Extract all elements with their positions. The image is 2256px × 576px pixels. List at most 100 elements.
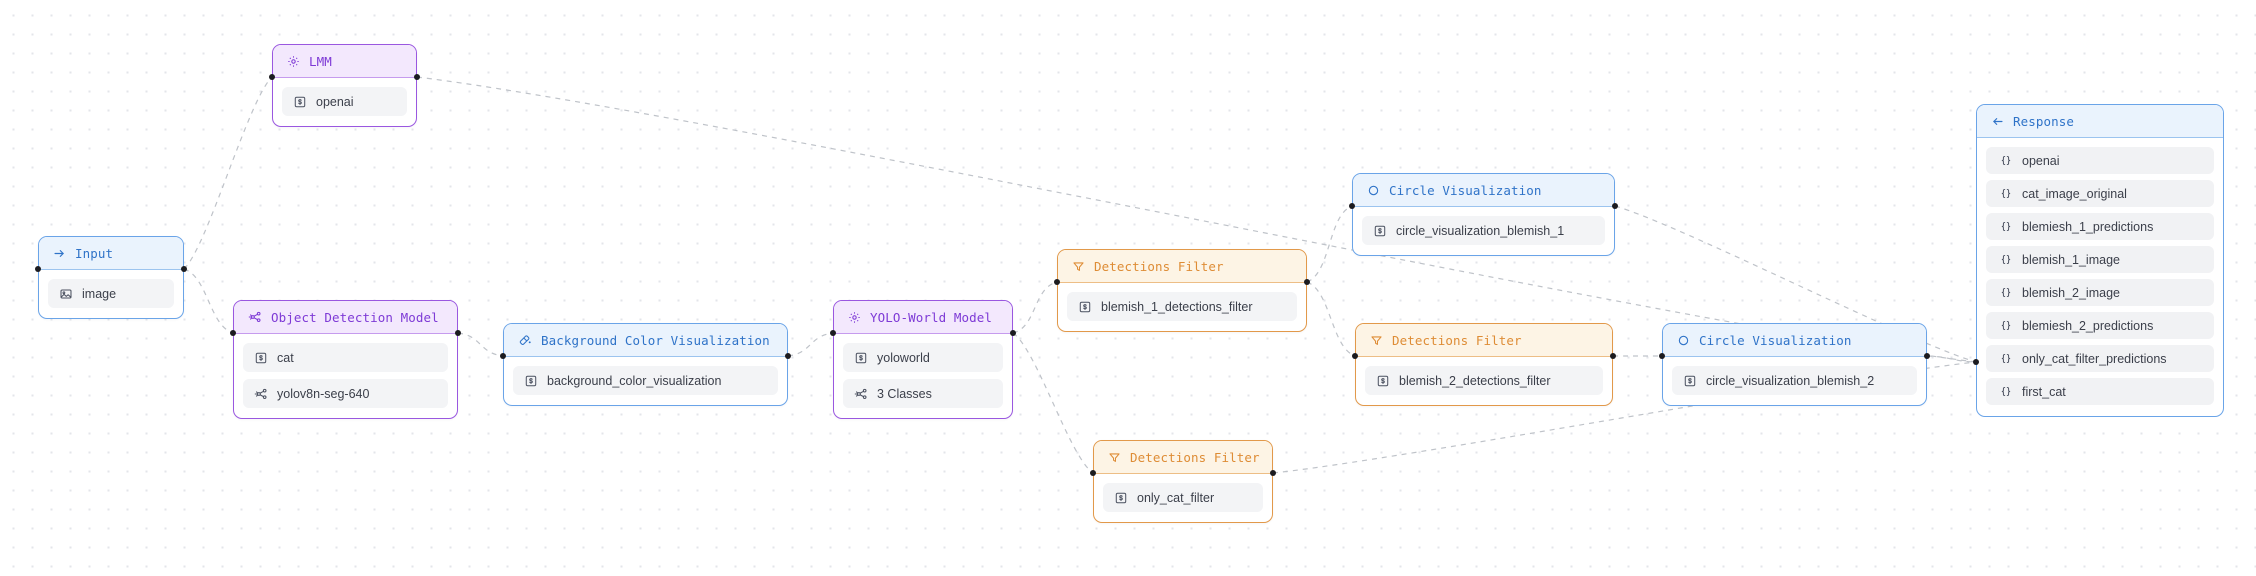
chip-label: yoloworld: [877, 350, 930, 365]
response-item-3[interactable]: blemish_1_image: [1986, 246, 2214, 273]
handle-in-response[interactable]: [1973, 359, 1979, 365]
node-body-yolo-world-model: yoloworld 3 Classes: [834, 334, 1012, 418]
handle-in-yolo-world-model[interactable]: [830, 330, 836, 336]
arrow-right-icon: [53, 247, 66, 260]
chip-label: blemish_2_detections_filter: [1399, 373, 1551, 388]
response-panel[interactable]: Response openai cat_image_original blemi…: [1976, 104, 2224, 417]
handle-out-detections-filter-only-cat[interactable]: [1270, 470, 1276, 476]
gear-icon: [287, 55, 300, 68]
chip-lmm-0[interactable]: openai: [282, 87, 407, 116]
node-title: Detections Filter: [1094, 258, 1224, 274]
braces-icon: [1999, 319, 2013, 332]
node-detections-filter-blemish-1[interactable]: Detections Filter blemish_1_detections_f…: [1057, 249, 1307, 332]
chip-background-color-visualization-0[interactable]: background_color_visualization: [513, 366, 778, 395]
node-input[interactable]: Input image: [38, 236, 184, 319]
dollar-box-icon: [1683, 374, 1697, 388]
handle-out-circle-visualization-blemish-1[interactable]: [1612, 203, 1618, 209]
node-header-detections-filter-only-cat[interactable]: Detections Filter: [1094, 441, 1272, 474]
dollar-box-icon: [254, 351, 268, 365]
network-icon: [854, 387, 868, 401]
handle-in-detections-filter-blemish-1[interactable]: [1054, 279, 1060, 285]
node-header-detections-filter-blemish-1[interactable]: Detections Filter: [1058, 250, 1306, 283]
chip-label: background_color_visualization: [547, 373, 722, 388]
response-item-0[interactable]: openai: [1986, 147, 2214, 174]
handle-out-object-detection-model[interactable]: [455, 330, 461, 336]
node-header-yolo-world-model[interactable]: YOLO-World Model: [834, 301, 1012, 334]
dollar-box-icon: [1114, 491, 1128, 505]
chip-object-detection-model-0[interactable]: cat: [243, 343, 448, 372]
handle-out-circle-visualization-blemish-2[interactable]: [1924, 353, 1930, 359]
response-item-label: only_cat_filter_predictions: [2022, 351, 2167, 366]
node-header-input[interactable]: Input: [39, 237, 183, 270]
node-detections-filter-only-cat[interactable]: Detections Filter only_cat_filter: [1093, 440, 1273, 523]
response-item-5[interactable]: blemiesh_2_predictions: [1986, 312, 2214, 339]
handle-in-circle-visualization-blemish-2[interactable]: [1659, 353, 1665, 359]
handle-out-detections-filter-blemish-2[interactable]: [1610, 353, 1616, 359]
handle-out-yolo-world-model[interactable]: [1010, 330, 1016, 336]
node-header-circle-visualization-blemish-2[interactable]: Circle Visualization: [1663, 324, 1926, 357]
response-header[interactable]: Response: [1977, 105, 2223, 138]
handle-in-input[interactable]: [35, 266, 41, 272]
node-header-detections-filter-blemish-2[interactable]: Detections Filter: [1356, 324, 1612, 357]
handle-in-object-detection-model[interactable]: [230, 330, 236, 336]
chip-detections-filter-blemish-2-0[interactable]: blemish_2_detections_filter: [1365, 366, 1603, 395]
chip-object-detection-model-1[interactable]: yolov8n-seg-640: [243, 379, 448, 408]
response-item-2[interactable]: blemiesh_1_predictions: [1986, 213, 2214, 240]
edge-5: [1012, 281, 1058, 334]
chip-circle-visualization-blemish-1-0[interactable]: circle_visualization_blemish_1: [1362, 216, 1605, 245]
node-header-lmm[interactable]: LMM: [273, 45, 416, 78]
braces-icon: [1999, 286, 2013, 299]
node-circle-visualization-blemish-1[interactable]: Circle Visualization circle_visualizatio…: [1352, 173, 1615, 256]
arrow-left-icon: [1991, 115, 2004, 128]
handle-in-lmm[interactable]: [269, 74, 275, 80]
handle-out-lmm[interactable]: [414, 74, 420, 80]
handle-in-circle-visualization-blemish-1[interactable]: [1349, 203, 1355, 209]
chip-yolo-world-model-0[interactable]: yoloworld: [843, 343, 1003, 372]
node-title: Background Color Visualization: [541, 332, 770, 348]
braces-icon: [1999, 352, 2013, 365]
dollar-box-icon: [293, 95, 307, 109]
response-item-label: cat_image_original: [2022, 186, 2127, 201]
node-title: Detections Filter: [1130, 449, 1260, 465]
node-title: Circle Visualization: [1699, 332, 1852, 348]
response-item-6[interactable]: only_cat_filter_predictions: [1986, 345, 2214, 372]
response-item-4[interactable]: blemish_2_image: [1986, 279, 2214, 306]
chip-label: circle_visualization_blemish_1: [1396, 223, 1565, 238]
response-title: Response: [2013, 113, 2075, 129]
chip-label: 3 Classes: [877, 386, 932, 401]
chip-detections-filter-only-cat-0[interactable]: only_cat_filter: [1103, 483, 1263, 512]
edge-7: [1306, 205, 1353, 283]
node-background-color-visualization[interactable]: Background Color Visualization backgroun…: [503, 323, 788, 406]
edge-6: [1012, 332, 1094, 474]
chip-input-0[interactable]: image: [48, 279, 174, 308]
node-header-circle-visualization-blemish-1[interactable]: Circle Visualization: [1353, 174, 1614, 207]
edge-1: [183, 268, 234, 334]
handle-in-detections-filter-blemish-2[interactable]: [1352, 353, 1358, 359]
node-header-object-detection-model[interactable]: Object Detection Model: [234, 301, 457, 334]
response-item-label: first_cat: [2022, 384, 2066, 399]
node-lmm[interactable]: LMM openai: [272, 44, 417, 127]
response-item-1[interactable]: cat_image_original: [1986, 180, 2214, 207]
edge-0: [183, 76, 273, 270]
dollar-box-icon: [854, 351, 868, 365]
response-item-7[interactable]: first_cat: [1986, 378, 2214, 405]
handle-out-background-color-visualization[interactable]: [785, 353, 791, 359]
handle-in-background-color-visualization[interactable]: [500, 353, 506, 359]
node-object-detection-model[interactable]: Object Detection Model cat yolov8n-seg-6…: [233, 300, 458, 419]
node-circle-visualization-blemish-2[interactable]: Circle Visualization circle_visualizatio…: [1662, 323, 1927, 406]
node-yolo-world-model[interactable]: YOLO-World Model yoloworld 3 Classes: [833, 300, 1013, 419]
node-header-background-color-visualization[interactable]: Background Color Visualization: [504, 324, 787, 357]
chip-detections-filter-blemish-1-0[interactable]: blemish_1_detections_filter: [1067, 292, 1297, 321]
handle-out-input[interactable]: [181, 266, 187, 272]
handle-out-detections-filter-blemish-1[interactable]: [1304, 279, 1310, 285]
chip-circle-visualization-blemish-2-0[interactable]: circle_visualization_blemish_2: [1672, 366, 1917, 395]
chip-label: yolov8n-seg-640: [277, 386, 370, 401]
node-detections-filter-blemish-2[interactable]: Detections Filter blemish_2_detections_f…: [1355, 323, 1613, 406]
edge-3: [457, 332, 504, 357]
braces-icon: [1999, 220, 2013, 233]
chip-label: image: [82, 286, 117, 301]
node-title: Object Detection Model: [271, 309, 439, 325]
handle-in-detections-filter-only-cat[interactable]: [1090, 470, 1096, 476]
chip-yolo-world-model-1[interactable]: 3 Classes: [843, 379, 1003, 408]
